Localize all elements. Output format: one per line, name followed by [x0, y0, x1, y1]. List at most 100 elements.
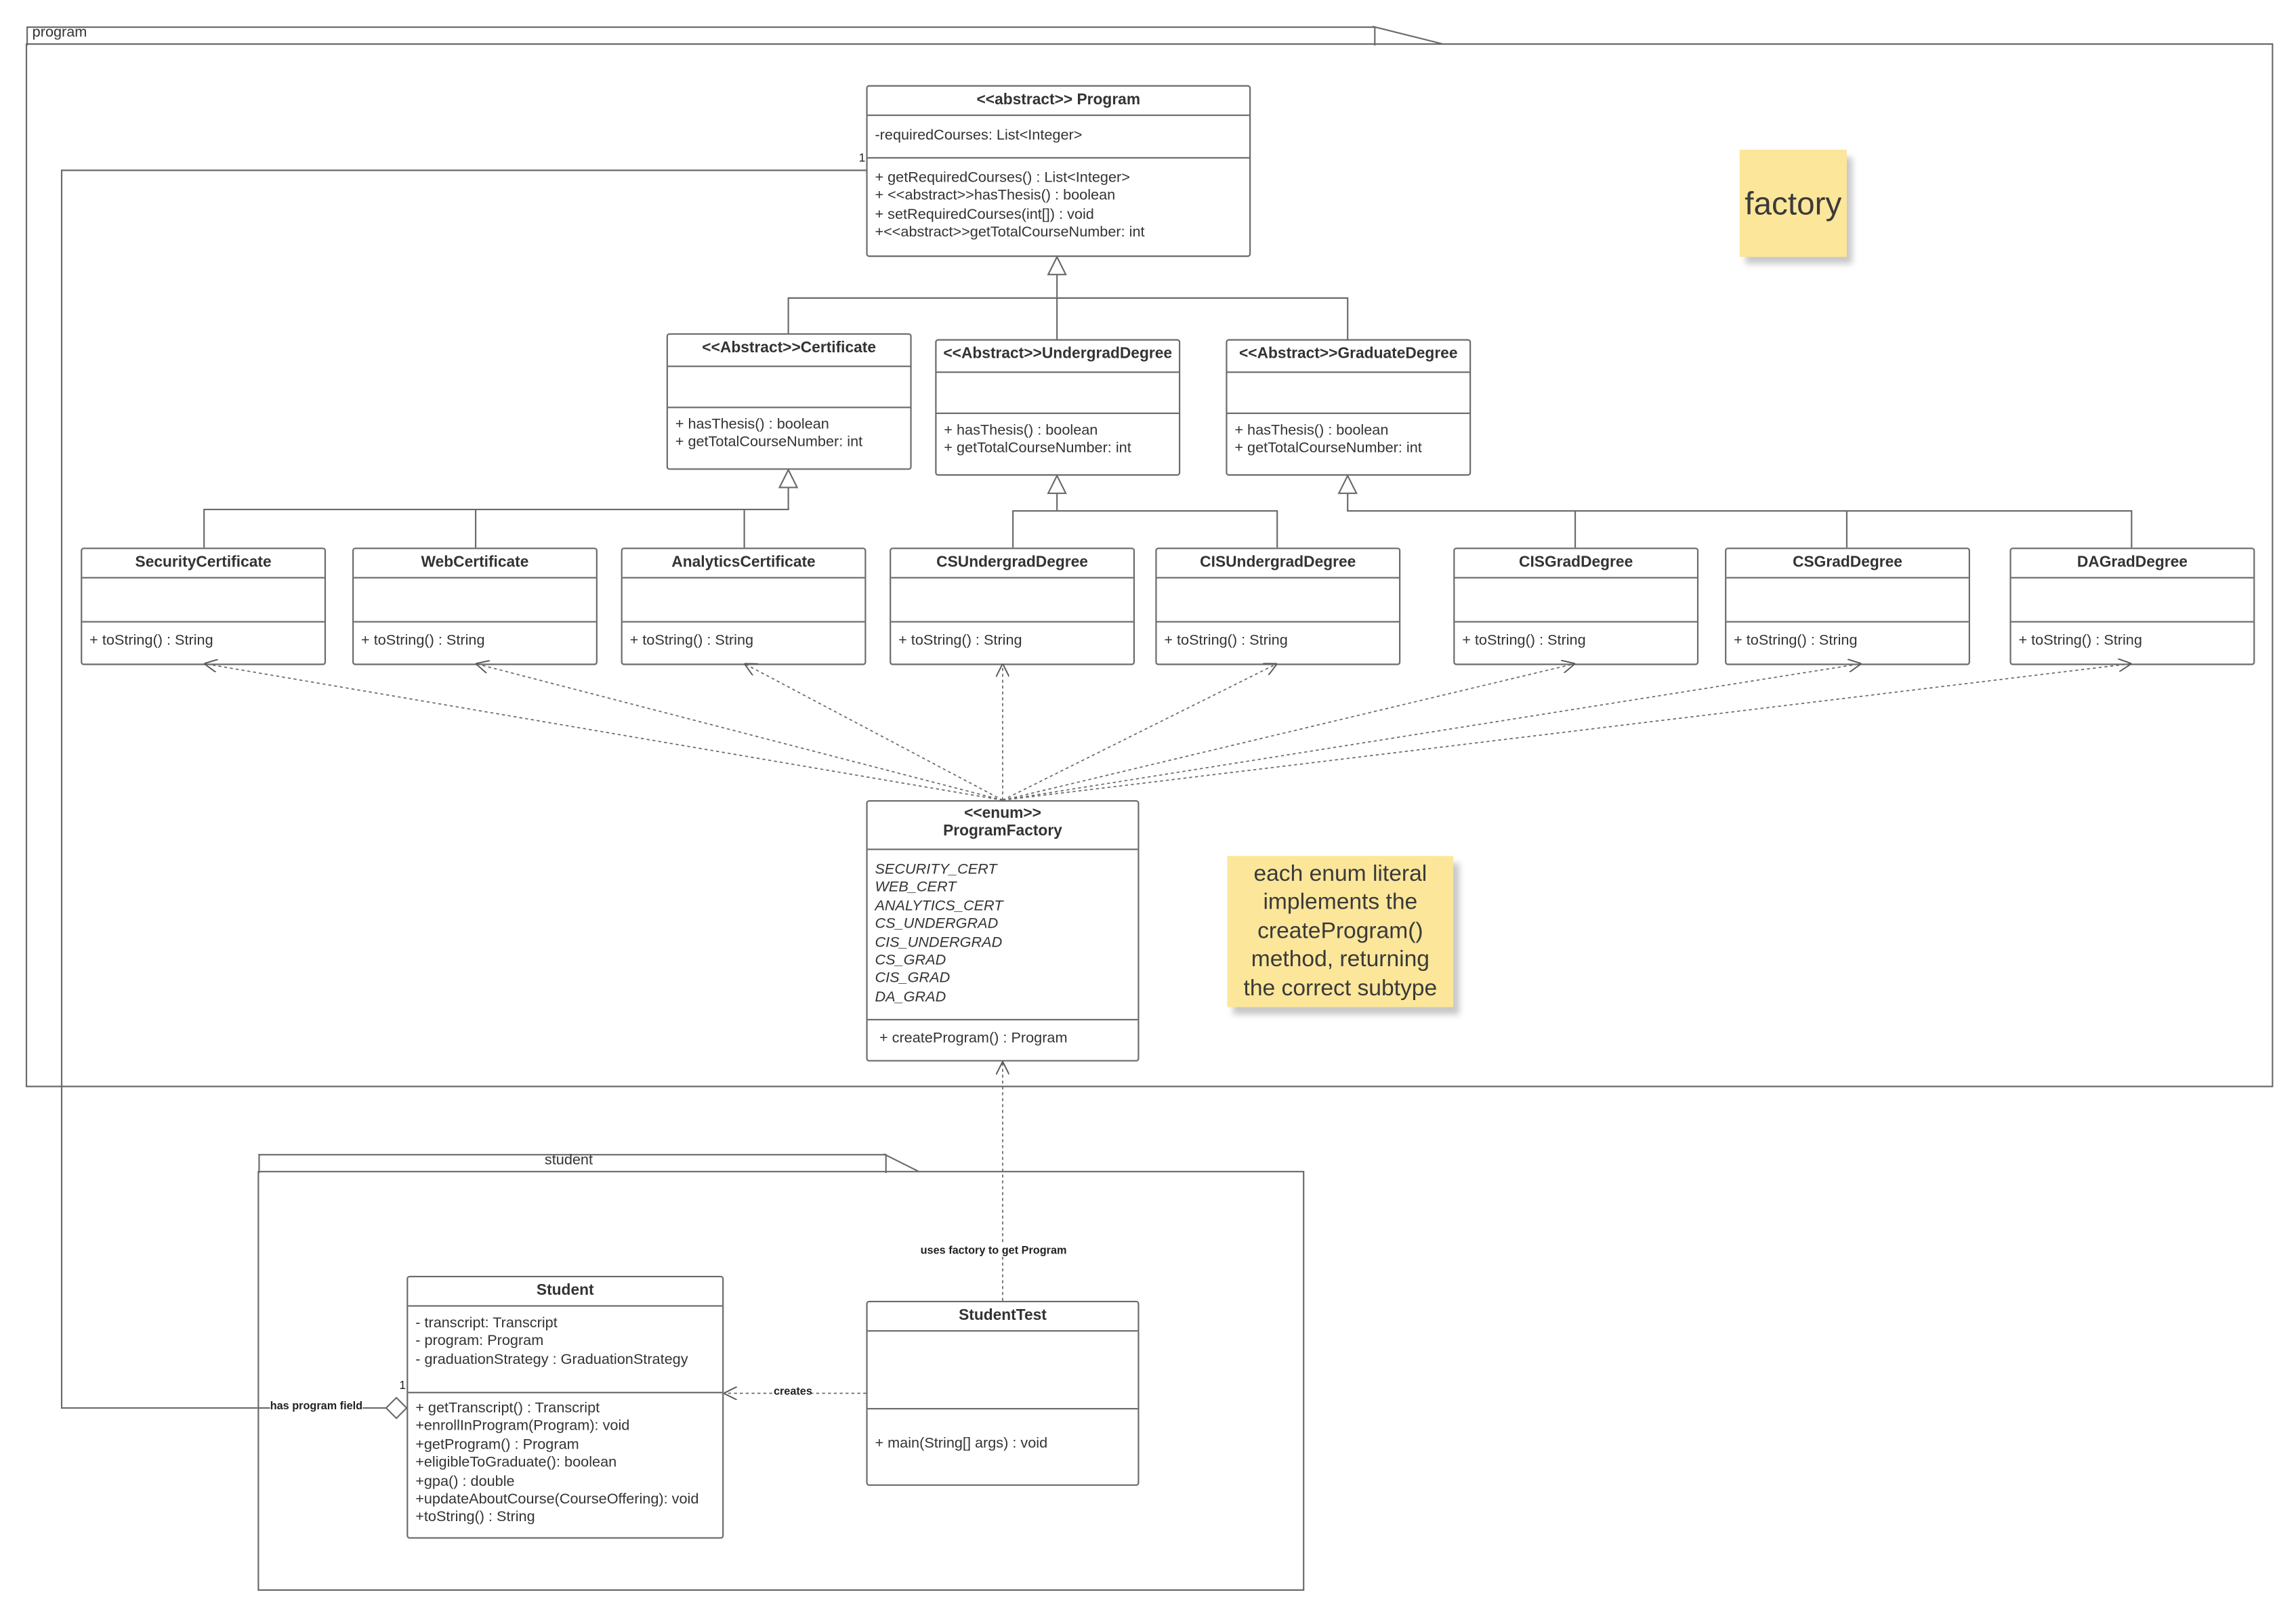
class-header: AnalyticsCertificate — [622, 549, 865, 579]
class-methods: + toString() : String — [891, 623, 1133, 664]
factory-dependencies — [204, 663, 2131, 801]
class-student-test-attributes — [867, 1331, 1138, 1410]
method: + toString() : String — [361, 632, 485, 649]
class-attributes — [622, 579, 865, 623]
enum-literal: WEB_CERT — [875, 879, 957, 896]
multiplicity-student-end: 1 — [399, 1378, 406, 1392]
student-package-frame — [257, 1171, 1305, 1591]
class-web-certificate[interactable]: WebCertificate + toString() : String — [352, 547, 598, 665]
method: + <<abstract>>hasThesis() : boolean — [875, 188, 1116, 205]
method: + hasThesis() : boolean — [675, 417, 829, 434]
program-package-tab-slant — [1372, 25, 1444, 45]
class-certificate-attributes — [667, 367, 911, 409]
student-package-label: student — [544, 1153, 593, 1169]
program-package-frame — [25, 43, 2274, 1087]
class-program[interactable]: <<abstract>> Program -requiredCourses: L… — [866, 85, 1251, 257]
class-certificate[interactable]: <<Abstract>>Certificate + hasThesis() : … — [666, 333, 912, 470]
method: + getTotalCourseNumber: int — [1234, 440, 1422, 457]
uses-factory-label: uses factory to get Program — [920, 1243, 1067, 1257]
class-attributes — [82, 579, 325, 623]
enum-literal: CIS_UNDERGRAD — [875, 934, 1003, 951]
class-student[interactable]: Student - transcript: Transcript - progr… — [406, 1276, 724, 1539]
class-attributes — [1726, 579, 1969, 623]
class-header: DAGradDegree — [2011, 549, 2254, 579]
class-cs-grad-degree[interactable]: CSGradDegree + toString() : String — [1725, 547, 1970, 665]
enum-literal: ANALYTICS_CERT — [875, 898, 1003, 915]
student-package-tab-slant — [883, 1153, 919, 1173]
class-attributes — [1156, 579, 1400, 623]
method: +gpa() : double — [415, 1473, 515, 1490]
creates-label: creates — [773, 1384, 812, 1398]
enum-program-factory[interactable]: <<enum>> ProgramFactory SECURITY_CERT WE… — [866, 800, 1140, 1062]
class-cs-undergrad-degree[interactable]: CSUndergradDegree + toString() : String — [890, 547, 1135, 665]
has-program-field-label: has program field — [270, 1399, 363, 1413]
method: + toString() : String — [629, 632, 754, 649]
class-graduate-degree-methods: + hasThesis() : boolean + getTotalCourse… — [1228, 414, 1470, 474]
student-package-tab — [258, 1154, 887, 1174]
class-header: CSUndergradDegree — [891, 549, 1133, 579]
attribute: - transcript: Transcript — [415, 1315, 558, 1332]
method: + getRequiredCourses() : List<Integer> — [875, 170, 1130, 187]
method: + hasThesis() : boolean — [1234, 423, 1389, 439]
class-methods: + toString() : String — [1157, 623, 1400, 664]
class-cis-grad-degree[interactable]: CISGradDegree + toString() : String — [1453, 547, 1699, 665]
method: +<<abstract>>getTotalCourseNumber: int — [875, 225, 1145, 241]
attribute: -requiredCourses: List<Integer> — [875, 127, 1083, 144]
method: + hasThesis() : boolean — [944, 423, 1098, 439]
method: + setRequiredCourses(int[]) : void — [875, 207, 1094, 223]
program-aggregation — [60, 169, 867, 1419]
note-enum-literal: each enum literal implements the createP… — [1227, 856, 1454, 1008]
class-graduate-degree-header: <<Abstract>>GraduateDegree — [1227, 341, 1470, 373]
class-attributes — [891, 579, 1133, 623]
class-analytics-certificate[interactable]: AnalyticsCertificate + toString() : Stri… — [621, 547, 867, 665]
note-enum-literal-text: each enum literal implements the createP… — [1243, 861, 1438, 1001]
enum-literal: SECURITY_CERT — [875, 861, 997, 878]
enum-literals: SECURITY_CERT WEB_CERT ANALYTICS_CERT CS… — [867, 850, 1138, 1020]
enum-literal: CS_GRAD — [875, 953, 946, 970]
class-student-test[interactable]: StudentTest + main(String[] args) : void — [866, 1300, 1140, 1486]
class-program-methods: + getRequiredCourses() : List<Integer> +… — [868, 159, 1249, 255]
class-program-attributes: -requiredCourses: List<Integer> — [867, 116, 1250, 159]
class-program-header: <<abstract>> Program — [867, 87, 1250, 117]
class-graduate-degree[interactable]: <<Abstract>>GraduateDegree + hasThesis()… — [1226, 339, 1471, 476]
class-undergrad-degree-attributes — [936, 373, 1180, 415]
class-header: CSGradDegree — [1726, 549, 1969, 579]
class-security-certificate[interactable]: SecurityCertificate + toString() : Strin… — [81, 547, 327, 665]
class-da-grad-degree[interactable]: DAGradDegree + toString() : String — [2009, 547, 2255, 665]
method: + toString() : String — [1462, 632, 1586, 649]
method: + toString() : String — [2018, 632, 2142, 649]
multiplicity-program-end: 1 — [858, 151, 866, 165]
class-certificate-header: <<Abstract>>Certificate — [667, 335, 911, 367]
class-attributes — [1455, 579, 1697, 623]
class-methods: + toString() : String — [354, 623, 596, 664]
generalization-to-graduate — [1337, 474, 2133, 548]
class-header: CISUndergradDegree — [1156, 549, 1400, 579]
method: + getTranscript() : Transcript — [415, 1401, 600, 1417]
method: + toString() : String — [898, 632, 1022, 649]
class-cis-undergrad-degree[interactable]: CISUndergradDegree + toString() : String — [1155, 547, 1401, 665]
program-package-label: program — [32, 24, 87, 41]
generalization-to-undergrad — [1012, 474, 1278, 548]
generalization-to-program — [787, 255, 1349, 339]
class-methods: + toString() : String — [2011, 623, 2254, 664]
class-student-test-methods: + main(String[] args) : void — [868, 1409, 1138, 1485]
attribute: - program: Program — [415, 1333, 544, 1350]
method: + getTotalCourseNumber: int — [675, 435, 863, 452]
class-student-methods: + getTranscript() : Transcript +enrollIn… — [408, 1393, 722, 1537]
class-methods: + toString() : String — [1455, 623, 1697, 664]
class-header: SecurityCertificate — [82, 549, 325, 579]
class-methods: + toString() : String — [623, 623, 865, 664]
method: + toString() : String — [89, 632, 213, 649]
class-student-attributes: - transcript: Transcript - program: Prog… — [408, 1307, 723, 1394]
class-student-header: Student — [408, 1277, 723, 1307]
generalization-to-certificate — [203, 468, 799, 548]
class-undergrad-degree-header: <<Abstract>>UndergradDegree — [936, 341, 1180, 373]
method: +toString() : String — [415, 1510, 535, 1527]
class-header: WebCertificate — [354, 549, 596, 579]
method: +getProgram() : Program — [415, 1436, 579, 1453]
program-package-tab — [26, 26, 1376, 46]
method: + toString() : String — [1164, 632, 1288, 649]
class-undergrad-degree[interactable]: <<Abstract>>UndergradDegree + hasThesis(… — [935, 339, 1181, 476]
method: + getTotalCourseNumber: int — [944, 440, 1131, 457]
